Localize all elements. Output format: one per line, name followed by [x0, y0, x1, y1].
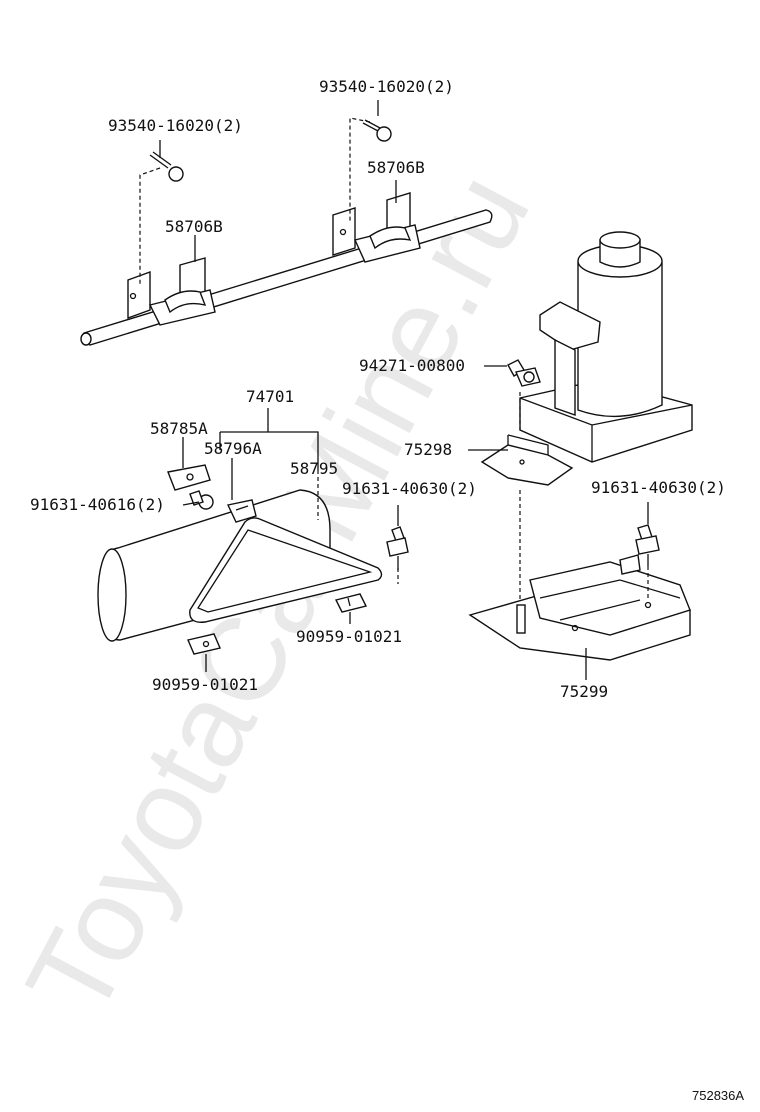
clip-58796a [226, 499, 257, 523]
label-74701: 74701 [246, 387, 294, 406]
bracket-58706b-left [127, 257, 216, 326]
dash-guide-left [139, 167, 161, 285]
bolt-91631-right [635, 524, 660, 566]
label-91631-40616: 91631-40616(2) [30, 495, 165, 514]
bottle-jack [519, 231, 693, 463]
bolt-91631-40616 [189, 490, 214, 510]
leader-74701 [220, 431, 319, 470]
label-75299: 75299 [560, 682, 608, 701]
label-58785a: 58785A [150, 419, 208, 438]
label-91631-40630-mid: 91631-40630(2) [342, 479, 477, 498]
clip-90959-right [334, 593, 368, 613]
label-58795: 58795 [290, 459, 338, 478]
wing-nut-94271 [507, 359, 541, 387]
label-75298: 75298 [404, 440, 452, 459]
label-58706b-left: 58706B [165, 217, 223, 236]
label-91631-40630-right: 91631-40630(2) [591, 478, 726, 497]
screw-93540-left [149, 151, 184, 182]
label-58706b-right: 58706B [367, 158, 425, 177]
bracket-58706b-right [332, 192, 421, 263]
label-58796a: 58796A [204, 439, 262, 458]
jack-plate-75298 [480, 434, 574, 486]
figure-code: 752836A [692, 1088, 744, 1103]
screw-93540-right [362, 119, 392, 142]
label-94271-00800: 94271-00800 [359, 356, 465, 375]
jack-tray-75299 [468, 554, 691, 661]
label-93540-16020-top: 93540-16020(2) [319, 77, 454, 96]
clip-90959-left [187, 633, 221, 655]
bolt-91631-mid [386, 526, 409, 570]
clip-58785a [167, 464, 211, 491]
tool-strap-58795 [189, 517, 383, 623]
label-90959-01021-right: 90959-01021 [296, 627, 402, 646]
label-93540-16020-left: 93540-16020(2) [108, 116, 243, 135]
label-90959-01021-left: 90959-01021 [152, 675, 258, 694]
